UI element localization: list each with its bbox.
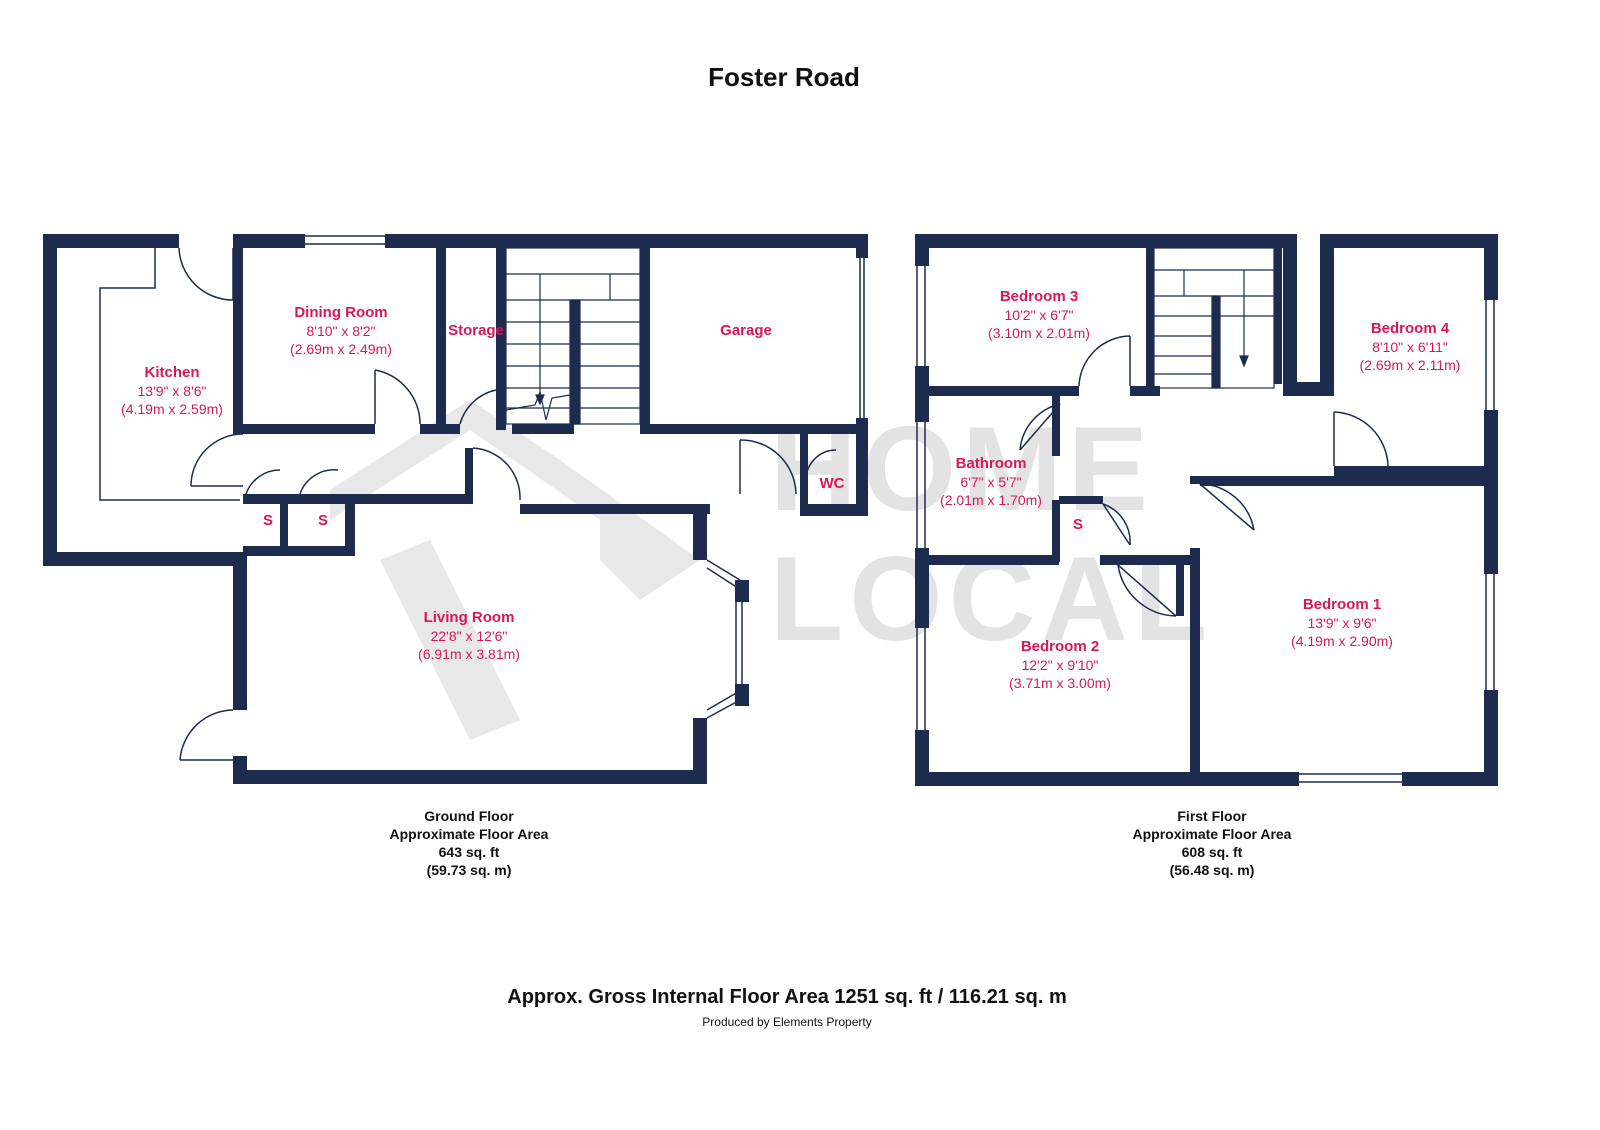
room-dim-metric: (3.10m x 2.01m)	[988, 325, 1090, 341]
room-name: S	[317, 512, 329, 529]
floor-area-label: Approximate Floor Area	[389, 826, 549, 842]
first-floor-windows	[916, 266, 1495, 783]
room-label-garage: Garage	[720, 322, 772, 340]
room-name: WC	[819, 475, 845, 492]
room-dim-metric: (4.19m x 2.90m)	[1291, 633, 1393, 649]
room-label-bathroom: Bathroom 6'7" x 5'7" (2.01m x 1.70m)	[940, 455, 1042, 509]
first-floor-walls	[915, 234, 1498, 786]
ground-floor-windows	[99, 235, 865, 719]
floor-area-sqft: 643 sq. ft	[438, 844, 500, 860]
ground-floor-info: Ground Floor Approximate Floor Area 643 …	[390, 807, 549, 879]
room-name: Bedroom 3	[999, 288, 1079, 305]
room-dim-metric: (4.19m x 2.59m)	[121, 401, 223, 417]
room-dim-metric: (2.69m x 2.11m)	[1359, 357, 1461, 373]
room-name: Bedroom 4	[1370, 320, 1450, 337]
plan-title: Foster Road	[708, 62, 860, 92]
room-name: Bedroom 1	[1302, 596, 1382, 613]
room-name: Bedroom 2	[1020, 638, 1100, 655]
room-dim-imperial: 10'2" x 6'7"	[1004, 307, 1074, 323]
room-dim-metric: (6.91m x 3.81m)	[418, 646, 520, 662]
room-dim-metric: (2.69m x 2.49m)	[290, 341, 392, 357]
room-name: Dining Room	[294, 304, 388, 321]
room-label-living-room: Living Room 22'8" x 12'6" (6.91m x 3.81m…	[418, 609, 520, 663]
first-floor-doors	[1019, 335, 1389, 617]
room-label-kitchen: Kitchen 13'9" x 8'6" (4.19m x 2.59m)	[121, 364, 223, 418]
room-label-storage: Storage	[448, 322, 504, 340]
room-dim-metric: (3.71m x 3.00m)	[1009, 675, 1111, 691]
room-dim-imperial: 6'7" x 5'7"	[960, 474, 1022, 490]
room-dim-imperial: 8'10" x 8'2"	[306, 323, 376, 339]
room-label-dining-room: Dining Room 8'10" x 8'2" (2.69m x 2.49m)	[290, 304, 392, 358]
room-name: Storage	[448, 322, 504, 339]
room-dim-imperial: 8'10" x 6'11"	[1372, 339, 1448, 355]
room-dim-imperial: 12'2" x 9'10"	[1021, 657, 1099, 673]
room-dim-metric: (2.01m x 1.70m)	[940, 492, 1042, 508]
floor-label: First Floor	[1177, 808, 1247, 824]
room-label-bedroom-3: Bedroom 3 10'2" x 6'7" (3.10m x 2.01m)	[988, 288, 1090, 342]
room-label-cupboard-1: S	[263, 512, 273, 530]
room-label-bedroom-2: Bedroom 2 12'2" x 9'10" (3.71m x 3.00m)	[1009, 638, 1111, 692]
floor-area-sqm: (56.48 sq. m)	[1169, 862, 1255, 878]
ground-floor-doors	[178, 247, 837, 761]
floor-area-sqft: 608 sq. ft	[1181, 844, 1243, 860]
room-label-bedroom-1: Bedroom 1 13'9" x 9'6" (4.19m x 2.90m)	[1291, 596, 1393, 650]
ground-floor-walls	[43, 234, 868, 784]
room-name: Garage	[720, 322, 772, 339]
room-name: S	[262, 512, 274, 529]
room-dim-imperial: 22'8" x 12'6"	[430, 628, 508, 644]
room-label-wc: WC	[820, 475, 845, 493]
room-dim-imperial: 13'9" x 9'6"	[1307, 615, 1377, 631]
room-name: Living Room	[423, 609, 515, 626]
floor-label: Ground Floor	[424, 808, 514, 824]
gross-internal-area: Approx. Gross Internal Floor Area 1251 s…	[507, 986, 1067, 1008]
producer-credit: Produced by Elements Property	[702, 1015, 872, 1029]
room-dim-imperial: 13'9" x 8'6"	[137, 383, 207, 399]
ground-floor-stairs	[505, 247, 641, 425]
room-name: Kitchen	[144, 364, 200, 381]
room-label-cupboard-2: S	[318, 512, 328, 530]
watermark-logo	[330, 400, 700, 740]
first-floor-info: First Floor Approximate Floor Area 608 s…	[1133, 807, 1292, 879]
room-label-bedroom-4: Bedroom 4 8'10" x 6'11" (2.69m x 2.11m)	[1360, 320, 1461, 374]
watermark-line2: LOCAL	[770, 532, 1213, 666]
room-name: S	[1072, 516, 1084, 533]
floor-area-label: Approximate Floor Area	[1132, 826, 1292, 842]
first-floor-stairs	[1153, 247, 1275, 389]
floor-area-sqm: (59.73 sq. m)	[426, 862, 512, 878]
room-label-cupboard-3: S	[1073, 516, 1083, 534]
room-name: Bathroom	[955, 455, 1027, 472]
